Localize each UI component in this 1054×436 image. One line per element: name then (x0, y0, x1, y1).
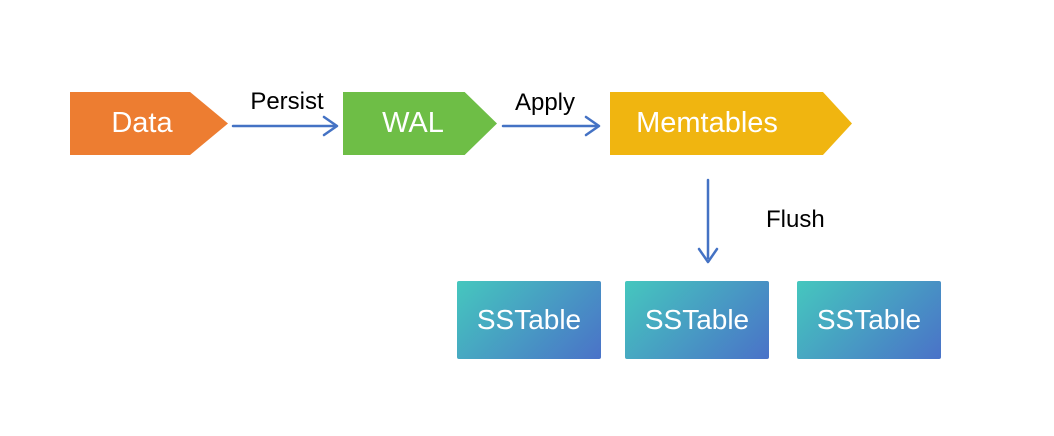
persist-arrowhead-icon (322, 115, 339, 137)
node-wal-label: WAL (382, 107, 444, 139)
node-sstable-3-label: SSTable (816, 304, 922, 335)
apply-arrowhead-icon (584, 115, 601, 137)
persist-arrow (231, 115, 339, 137)
flush-arrow (697, 178, 719, 264)
node-sstable-2: SSTable (625, 281, 769, 359)
node-memtables-label: Memtables (636, 107, 778, 139)
edge-label-apply: Apply (514, 89, 576, 116)
apply-arrow (501, 115, 601, 137)
node-sstable-1: SSTable (457, 281, 601, 359)
node-sstable-1-label: SSTable (476, 304, 582, 335)
edge-label-flush: Flush (766, 206, 825, 233)
flush-arrowhead-icon (697, 247, 719, 264)
node-sstable-2-label: SSTable (644, 304, 750, 335)
node-sstable-3: SSTable (797, 281, 941, 359)
node-wal: WAL (343, 92, 497, 155)
edge-label-persist: Persist (250, 88, 324, 115)
node-memtables: Memtables (610, 92, 852, 155)
node-data: Data (70, 92, 228, 155)
node-data-label: Data (111, 107, 173, 139)
